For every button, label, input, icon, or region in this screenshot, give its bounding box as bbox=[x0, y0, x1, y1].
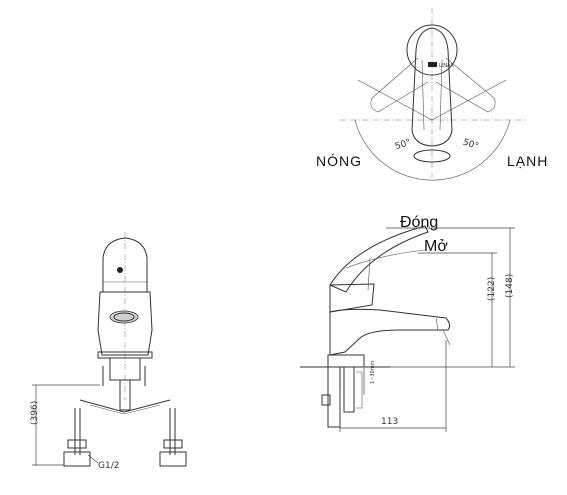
angle-left-label: 50° bbox=[394, 138, 412, 152]
open-position-label: Mở bbox=[424, 238, 448, 255]
top-view: LINAX 50° 50° bbox=[340, 8, 525, 181]
cold-label: LẠNH bbox=[507, 153, 548, 169]
brand-label: LINAX bbox=[439, 63, 454, 69]
hose-length-dimension: (396) bbox=[30, 401, 40, 425]
close-position-label: Đóng bbox=[400, 214, 438, 231]
angle-right-label: 50° bbox=[461, 138, 479, 152]
thread-label: G1/2 bbox=[98, 461, 119, 471]
spout-height-dimension: (122) bbox=[487, 277, 497, 301]
front-view: G1/2 (396) bbox=[30, 232, 187, 471]
side-view: 1~30mm 113 (148) (122) bbox=[300, 225, 515, 432]
spout-reach-dimension: 113 bbox=[381, 417, 398, 427]
total-height-dimension: (148) bbox=[505, 274, 515, 298]
hot-label: NÓNG bbox=[316, 153, 362, 169]
hot-cold-indicator-icon bbox=[117, 267, 123, 273]
mount-thickness-note: 1~30mm bbox=[370, 360, 376, 384]
